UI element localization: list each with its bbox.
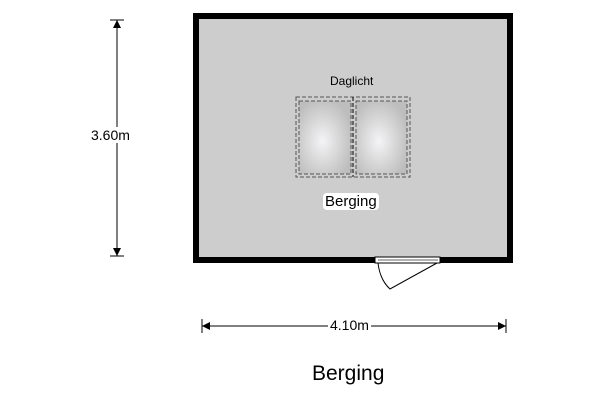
skylight xyxy=(295,96,411,178)
skylight-label: Daglicht xyxy=(330,74,374,88)
height-dimension: 3.60m xyxy=(91,127,130,143)
room-floor xyxy=(193,13,513,263)
door xyxy=(374,256,441,290)
room-label: Berging xyxy=(323,193,379,210)
width-dimension: 4.10m xyxy=(328,317,371,333)
plan-title: Berging xyxy=(312,362,385,385)
